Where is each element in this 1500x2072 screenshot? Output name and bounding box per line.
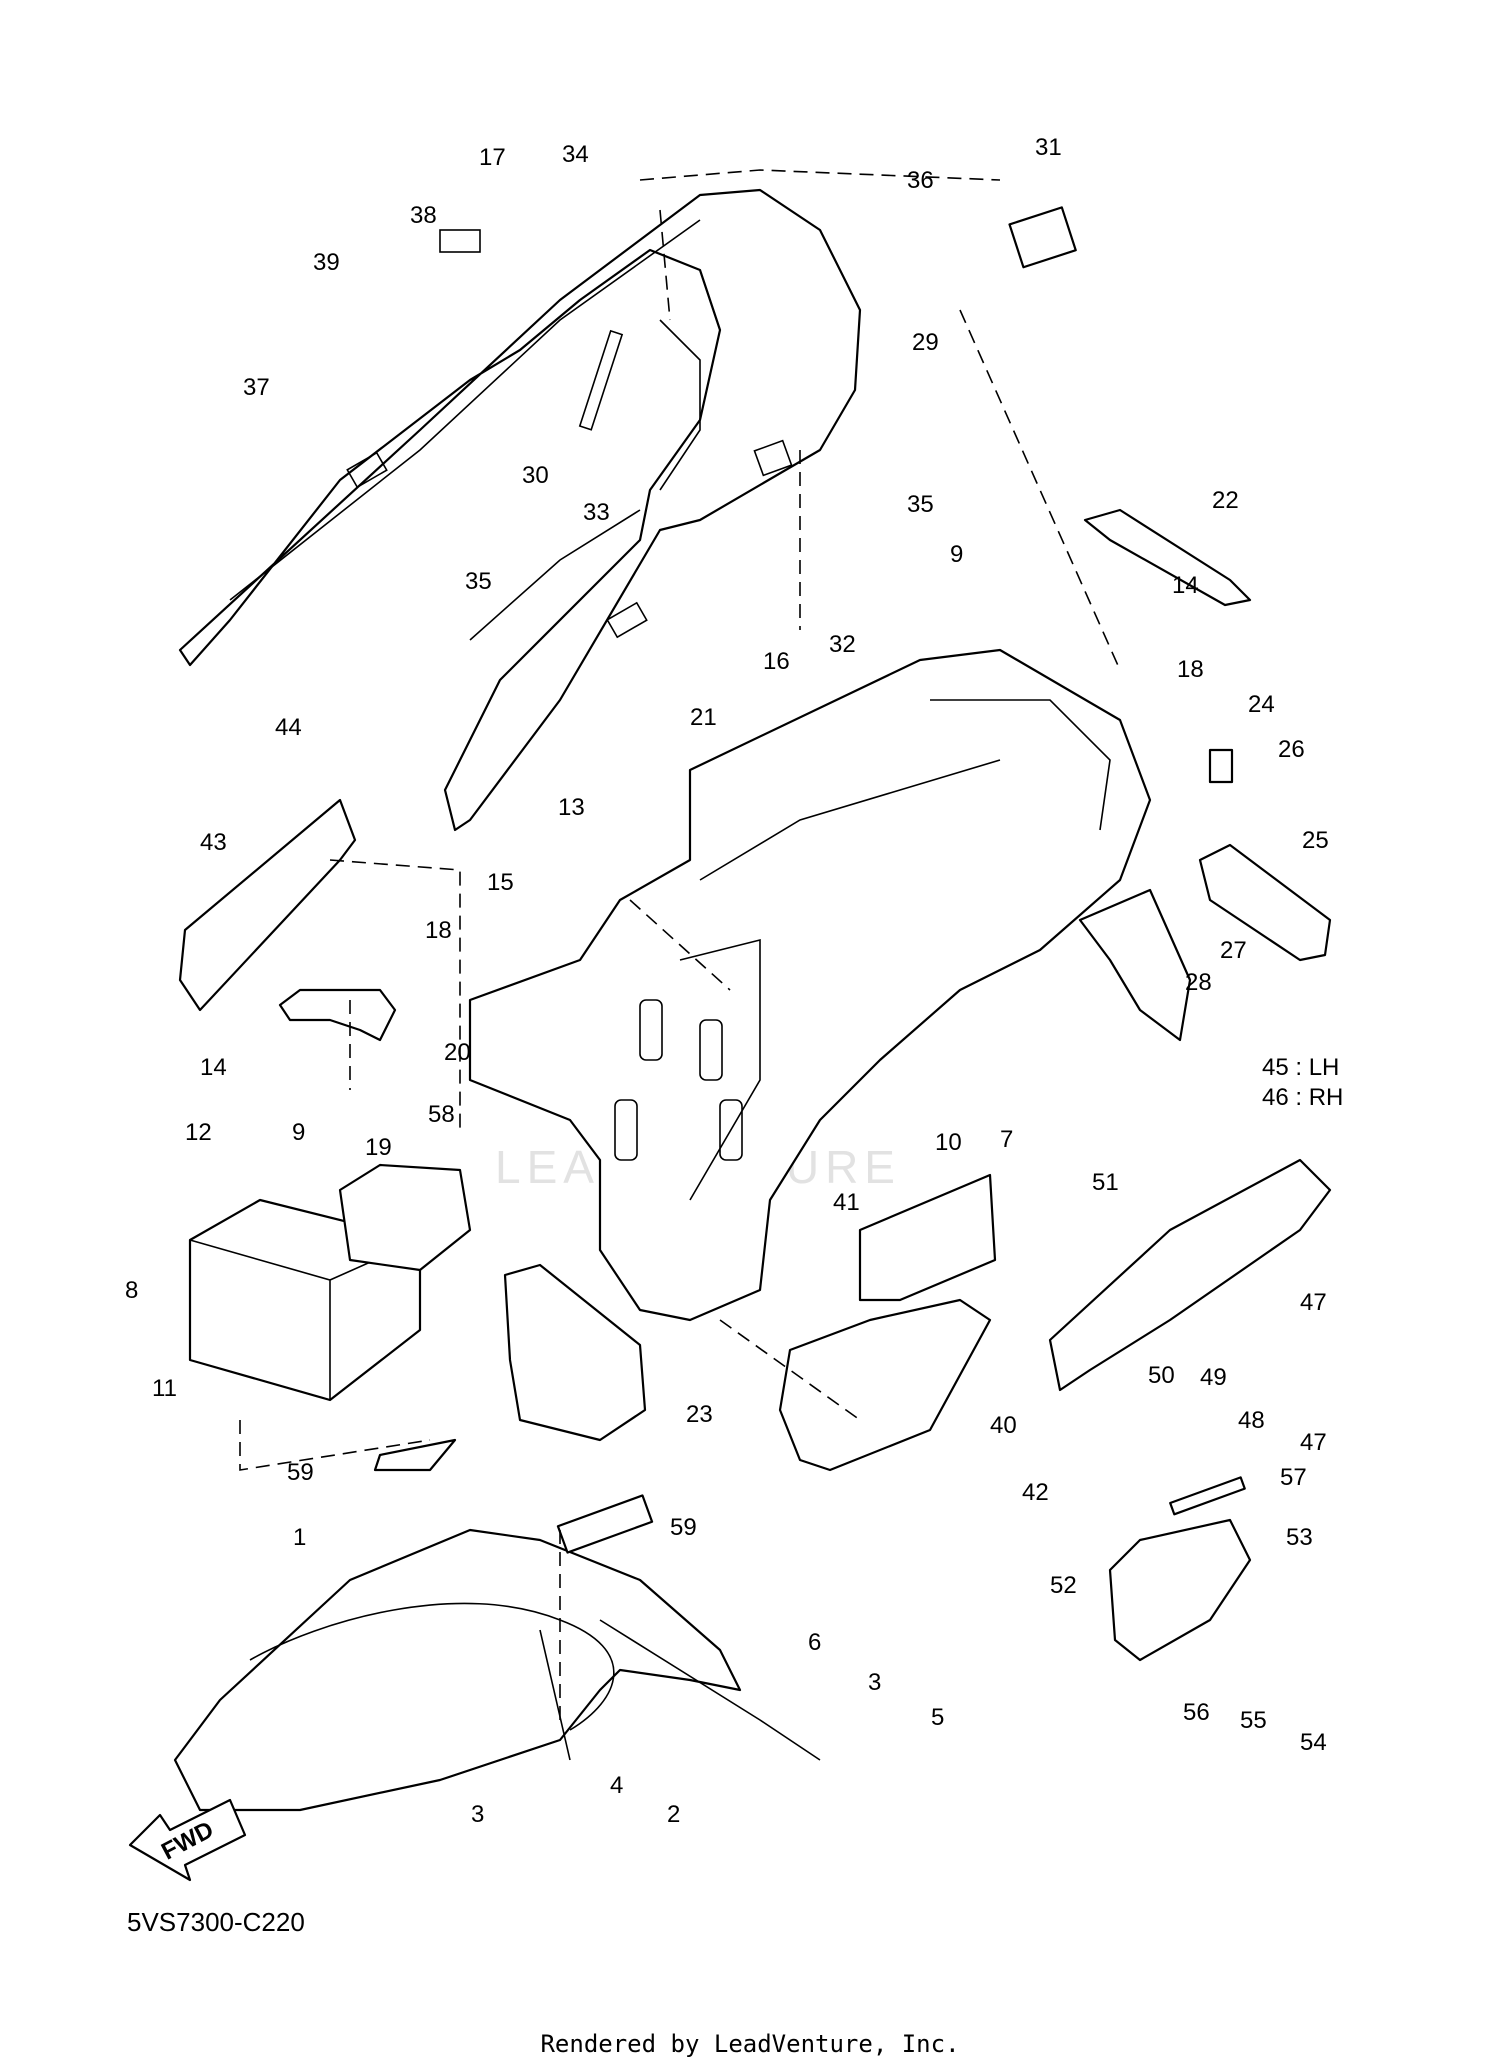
callout-label: 53 xyxy=(1286,1524,1313,1551)
callout-label: 50 xyxy=(1148,1362,1175,1389)
callout-label: 32 xyxy=(829,631,856,658)
callout-label: 47 xyxy=(1300,1289,1327,1316)
callout-label: 16 xyxy=(763,648,790,675)
bracket-20-part xyxy=(278,988,397,1042)
callout-label: 55 xyxy=(1240,1707,1267,1734)
callout-label: 42 xyxy=(1022,1479,1049,1506)
callout-label: 47 xyxy=(1300,1429,1327,1456)
callout-label: 40 xyxy=(990,1412,1017,1439)
callout-label: 30 xyxy=(522,462,549,489)
callout-label: 21 xyxy=(690,704,717,731)
callout-label: 57 xyxy=(1280,1464,1307,1491)
diagram-reference-code: 5VS7300-C220 xyxy=(127,1907,305,1937)
pad-31-part xyxy=(1008,206,1077,269)
callout-label: 41 xyxy=(833,1189,860,1216)
callout-label: 24 xyxy=(1248,691,1275,718)
bracket-25-part xyxy=(1198,843,1332,962)
callout-label: 39 xyxy=(313,249,340,276)
callout-label: 59 xyxy=(670,1514,697,1541)
callout-label: 35 xyxy=(465,568,492,595)
side-label-lh: 45 : LH xyxy=(1262,1054,1339,1081)
callout-label: 3 xyxy=(868,1669,881,1696)
callout-label: 59 xyxy=(287,1459,314,1486)
callout-label: 28 xyxy=(1185,969,1212,996)
callout-label: 25 xyxy=(1302,827,1329,854)
callout-label: 54 xyxy=(1300,1729,1327,1756)
callout-label: 2 xyxy=(667,1801,680,1828)
callout-label: 52 xyxy=(1050,1572,1077,1599)
front-fender-part xyxy=(173,1528,742,1812)
callout-label: 10 xyxy=(935,1129,962,1156)
callout-label: 33 xyxy=(583,499,610,526)
callout-label: 49 xyxy=(1200,1364,1227,1391)
callout-label: 9 xyxy=(292,1119,305,1146)
callout-label: 8 xyxy=(125,1277,138,1304)
callout-label: 56 xyxy=(1183,1699,1210,1726)
callout-label: 37 xyxy=(243,374,270,401)
callout-label: 20 xyxy=(444,1039,471,1066)
mud-guard-part xyxy=(778,1173,997,1472)
cover-23-part xyxy=(503,1263,647,1442)
callout-label: 58 xyxy=(428,1101,455,1128)
callout-label: 34 xyxy=(562,141,589,168)
callout-label: 38 xyxy=(410,202,437,229)
callout-label: 31 xyxy=(1035,134,1062,161)
callout-label: 4 xyxy=(610,1772,623,1799)
callout-label: 18 xyxy=(425,917,452,944)
callout-label: 13 xyxy=(558,794,585,821)
callout-label: 48 xyxy=(1238,1407,1265,1434)
callout-label: 12 xyxy=(185,1119,212,1146)
callout-label: 11 xyxy=(152,1375,177,1402)
callout-label: 15 xyxy=(487,869,514,896)
emblem-59-part xyxy=(556,1494,654,1554)
callout-labels: 1 2 3 3 4 5 6 7 8 9 9 10 11 12 13 14 14 … xyxy=(125,134,1329,1828)
plate-57-part xyxy=(1169,1476,1246,1516)
callout-label: 14 xyxy=(200,1054,227,1081)
callout-label: 19 xyxy=(365,1134,392,1161)
seat-cowl-part xyxy=(178,188,862,832)
callout-label: 1 xyxy=(293,1524,306,1551)
callout-label: 27 xyxy=(1220,937,1247,964)
callout-label: 29 xyxy=(912,329,939,356)
render-credit-footer: Rendered by LeadVenture, Inc. xyxy=(540,2030,960,2058)
callout-label: 44 xyxy=(275,714,302,741)
callout-label: 23 xyxy=(686,1401,713,1428)
pad-24-part xyxy=(1208,748,1234,784)
decal-59-part xyxy=(373,1438,457,1472)
callout-label: 9 xyxy=(950,541,963,568)
side-label-rh: 46 : RH xyxy=(1262,1084,1343,1111)
callout-label: 35 xyxy=(907,491,934,518)
forward-arrow-icon: FWD xyxy=(128,1798,247,1882)
grab-bar-part xyxy=(1083,508,1252,607)
leader-lines xyxy=(239,169,1121,1761)
callout-label: 6 xyxy=(808,1629,821,1656)
flap-58-part xyxy=(338,1163,472,1272)
callout-label: 43 xyxy=(200,829,227,856)
chain-guard-part xyxy=(1108,1518,1252,1662)
callout-label: 18 xyxy=(1177,656,1204,683)
callout-label: 17 xyxy=(479,144,506,171)
callout-label: 5 xyxy=(931,1704,944,1731)
callout-label: 14 xyxy=(1172,572,1199,599)
rear-fender-part xyxy=(468,648,1192,1322)
footrest-bracket-part xyxy=(1048,1158,1332,1392)
callout-label: 22 xyxy=(1212,487,1239,514)
callout-label: 36 xyxy=(907,167,934,194)
callout-label: 26 xyxy=(1278,736,1305,763)
callout-label: 7 xyxy=(1000,1126,1013,1153)
callout-label: 51 xyxy=(1092,1169,1119,1196)
callout-label: 3 xyxy=(471,1801,484,1828)
